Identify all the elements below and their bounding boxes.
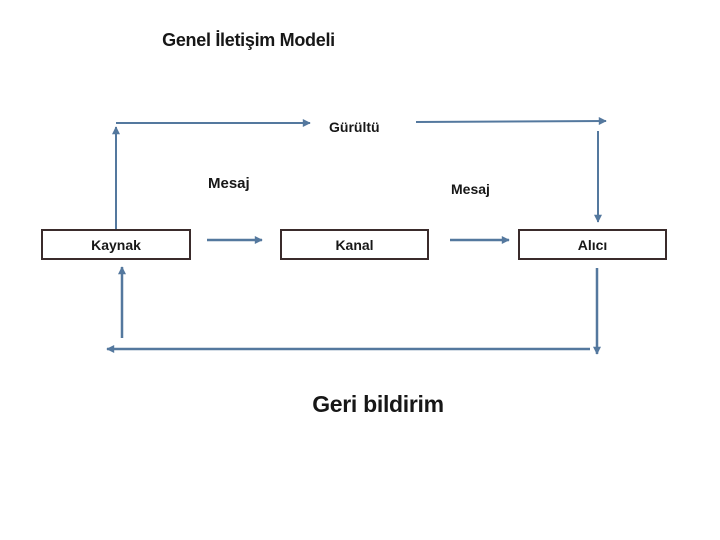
- box-receiver: Alıcı: [518, 229, 667, 260]
- noise-label: Gürültü: [329, 119, 380, 135]
- feedback-label: Geri bildirim: [312, 391, 444, 417]
- box-channel: Kanal: [280, 229, 429, 260]
- message-label-right: Mesaj: [451, 181, 490, 197]
- slide-title: Genel İletişim Modeli: [162, 30, 335, 50]
- arrow-noise-right-segment: [415, 117, 607, 126]
- message-label-left: Mesaj: [208, 175, 250, 192]
- box-source: Kaynak: [41, 229, 191, 260]
